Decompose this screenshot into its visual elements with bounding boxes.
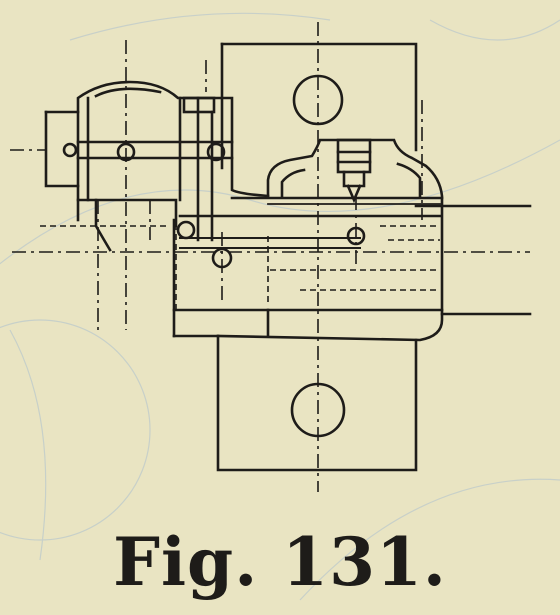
cap-housing (216, 138, 444, 342)
hidden-lines (40, 224, 440, 312)
lower-block-outline (216, 334, 418, 472)
figure-caption: Fig. 131. (113, 523, 447, 601)
drawing-lines (44, 42, 532, 472)
pivot-pin-3 (176, 220, 196, 240)
paper-watermark (0, 12, 560, 601)
bracket-hole (62, 142, 78, 158)
pivot-pin-2 (206, 142, 226, 162)
center-lines (10, 22, 530, 492)
upper-block-outline (220, 42, 418, 152)
cap-bolt (336, 138, 372, 174)
left-bracket (44, 80, 270, 198)
